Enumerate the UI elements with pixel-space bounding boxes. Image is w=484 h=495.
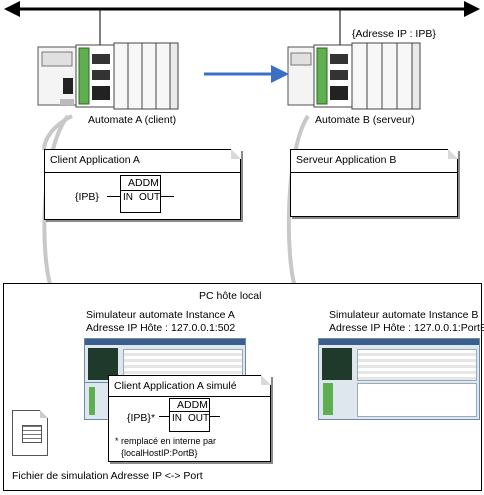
host-title: PC hôte local <box>199 290 262 302</box>
sim-note-line2: {localHostIP:PortB} <box>121 448 198 458</box>
sim-b-line1: Simulateur automate Instance B <box>329 309 479 321</box>
sim-addm-pin-out: OUT <box>188 413 210 424</box>
network-bus <box>4 1 480 47</box>
sim-note-line1: * remplacé en interne par <box>115 436 217 446</box>
sim-client-app-panel: Client Application A simulé {IPB}* ADDM … <box>108 375 271 462</box>
server-app-title: Serveur Application B <box>296 154 397 166</box>
sim-addm-pin-in: IN <box>172 413 182 424</box>
sim-a-line2: Adresse IP Hôte : 127.0.0.1:502 <box>86 322 236 334</box>
output-wire <box>161 196 174 197</box>
sim-a-line1: Simulateur automate Instance A <box>86 309 235 321</box>
client-app-panel: Client Application A {IPB} ADDM IN OUT <box>44 149 241 220</box>
sim-b-window <box>318 338 480 420</box>
server-app-panel: Serveur Application B <box>290 149 458 217</box>
plc-b-icon <box>287 42 421 110</box>
sim-b-grid <box>357 349 477 381</box>
file-table-glyph <box>22 425 42 443</box>
sim-client-app-title: Client Application A simulé <box>114 380 237 392</box>
sim-file-icon <box>12 410 48 456</box>
sim-b-titlebar <box>319 339 479 345</box>
sim-b-display <box>322 348 352 380</box>
addm-pin-out: OUT <box>139 192 161 203</box>
client-input-var: {IPB} <box>75 191 99 203</box>
sim-block-divider <box>170 411 209 412</box>
sim-file-caption: Fichier de simulation Adresse IP <-> Por… <box>12 470 203 482</box>
sim-input-wire <box>159 416 169 417</box>
addm-block-name: ADDM <box>128 177 159 189</box>
sim-a-led-bar <box>89 387 95 415</box>
sim-a-titlebar <box>85 339 245 345</box>
sim-b-line2: Adresse IP Hôte : 127.0.0.1:PortB <box>329 322 484 334</box>
sim-b-led-bar <box>323 383 333 415</box>
plc-a-icon <box>37 42 179 110</box>
addm-block: ADDM IN OUT <box>120 175 161 213</box>
sim-addm-block-name: ADDM <box>177 399 208 411</box>
sim-a-side-panel <box>84 382 110 420</box>
addm-pin-in: IN <box>123 192 133 203</box>
plc-b-caption: Automate B (serveur) <box>315 114 415 126</box>
block-divider <box>121 190 160 191</box>
sim-a-display <box>88 348 118 380</box>
sim-addm-block: ADDM IN OUT <box>169 398 210 432</box>
client-app-title: Client Application A <box>50 154 140 166</box>
sim-client-input-var: {IPB}* <box>127 412 156 424</box>
sim-output-wire <box>210 416 220 417</box>
input-wire <box>107 196 120 197</box>
sim-b-client-list <box>357 383 477 417</box>
file-fold <box>40 410 48 418</box>
network-ip-label: {Adresse IP : IPB} <box>352 28 436 40</box>
plc-a-caption: Automate A (client) <box>88 114 177 126</box>
